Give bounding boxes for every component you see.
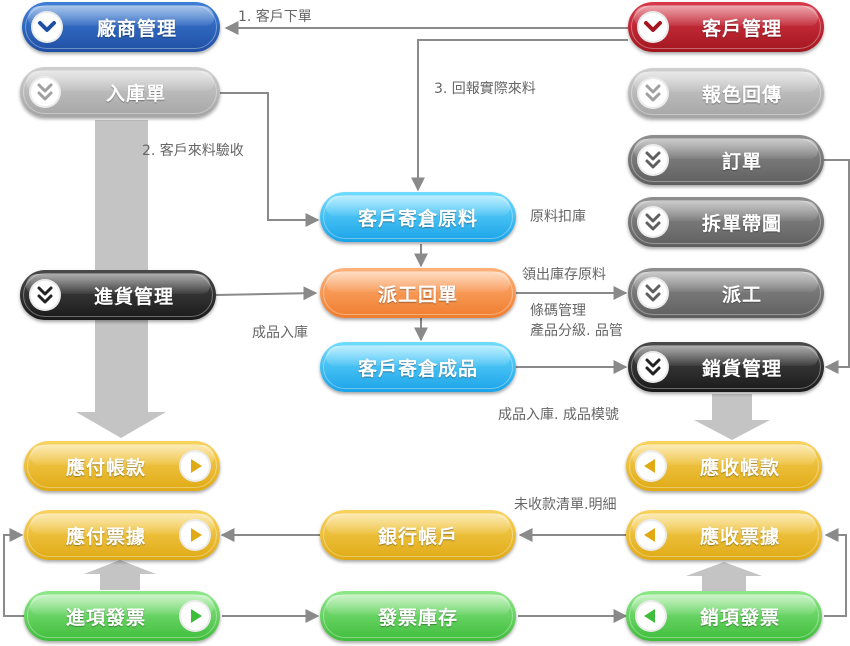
payable-label: 應付帳款: [65, 456, 146, 479]
double-chevron-down-icon: [637, 206, 669, 238]
order-button[interactable]: 訂單: [628, 135, 824, 185]
color-report-button[interactable]: 報色回傳: [628, 68, 824, 118]
split-order-button[interactable]: 拆單帶圖: [628, 197, 824, 247]
double-chevron-down-icon: [637, 351, 669, 383]
arrow-output-invoice-loop: [824, 528, 847, 617]
double-chevron-down-icon: [637, 144, 669, 176]
chevron-down-icon: [31, 11, 63, 43]
triangle-left-icon: [635, 600, 667, 632]
dispatch-label: 派工: [721, 283, 762, 306]
note-customer-order: 1. 客戶下單: [238, 9, 312, 25]
order-label: 訂單: [721, 150, 762, 173]
note-draw-material: 領出庫存原料: [522, 267, 606, 283]
customer-mgmt-button[interactable]: 客戶管理: [628, 2, 824, 52]
dispatch-button[interactable]: 派工: [628, 268, 824, 318]
input-invoice-label: 進項發票: [65, 606, 146, 629]
invoice-stock-button[interactable]: 發票庫存: [320, 591, 516, 641]
customer-material-label: 客戶寄倉原料: [357, 207, 478, 230]
output-invoice-label: 銷項發票: [699, 606, 780, 629]
triangle-right-icon: [179, 600, 211, 632]
note-material-inspection: 2. 客戶來料驗收: [142, 143, 244, 159]
customer-material-button[interactable]: 客戶寄倉原料: [320, 192, 516, 242]
bank-account-label: 銀行帳戶: [377, 525, 458, 548]
receivable-label: 應收帳款: [699, 456, 780, 479]
output-invoice-button[interactable]: 銷項發票: [626, 591, 822, 641]
double-chevron-down-icon: [637, 277, 669, 309]
arrow-order-to-sales: [824, 159, 850, 374]
vendor-mgmt-label: 廠商管理: [96, 17, 177, 40]
big-arrow-output-invoice-to-notes: [686, 562, 762, 592]
customer-product-button[interactable]: 客戶寄倉成品: [320, 342, 516, 392]
vendor-mgmt-button[interactable]: 廠商管理: [22, 2, 220, 52]
note-product-in-model: 成品入庫. 成品模號: [498, 407, 619, 423]
payable-notes-label: 應付票據: [65, 525, 146, 548]
sales-mgmt-label: 銷貨管理: [701, 357, 782, 380]
big-arrow-input-invoice-to-notes: [84, 560, 156, 590]
triangle-left-icon: [635, 519, 667, 551]
color-report-label: 報色回傳: [701, 83, 782, 106]
receivable-notes-label: 應收票據: [699, 525, 780, 548]
note-grading: 產品分級. 品管: [530, 323, 623, 339]
double-chevron-down-icon: [29, 279, 61, 311]
sales-mgmt-button[interactable]: 銷貨管理: [628, 342, 824, 392]
stock-in-slip-label: 入庫單: [105, 82, 166, 105]
triangle-right-icon: [179, 450, 211, 482]
triangle-left-icon: [635, 450, 667, 482]
purchase-mgmt-label: 進貨管理: [93, 285, 174, 308]
purchase-mgmt-button[interactable]: 進貨管理: [20, 270, 216, 320]
arrow-input-invoice-loop: [3, 528, 24, 617]
payable-notes-button[interactable]: 應付票據: [24, 510, 220, 560]
big-arrow-sales-to-receivable: [694, 394, 770, 440]
double-chevron-down-icon: [29, 76, 61, 108]
receivable-notes-button[interactable]: 應收票據: [626, 510, 822, 560]
dispatch-return-button[interactable]: 派工回單: [320, 268, 516, 318]
note-report-material: 3. 回報實際來料: [434, 81, 536, 97]
arrow-stockin-to-material: [220, 92, 320, 227]
dispatch-return-label: 派工回單: [377, 283, 458, 306]
receivable-button[interactable]: 應收帳款: [626, 441, 822, 491]
stock-in-slip-button[interactable]: 入庫單: [20, 67, 220, 117]
payable-button[interactable]: 應付帳款: [24, 441, 220, 491]
invoice-stock-label: 發票庫存: [377, 606, 458, 629]
split-order-label: 拆單帶圖: [701, 212, 782, 235]
arrow-customer-to-material: [411, 39, 628, 192]
note-material-deduct: 原料扣庫: [530, 209, 586, 225]
double-chevron-down-icon: [637, 77, 669, 109]
note-barcode-mgmt: 條碼管理: [530, 303, 586, 319]
arrow-purchase-to-dispatch-return: [215, 286, 318, 301]
customer-mgmt-label: 客戶管理: [701, 17, 782, 40]
note-unpaid-list: 未收款清單.明細: [514, 497, 617, 513]
triangle-right-icon: [179, 519, 211, 551]
chevron-down-icon: [637, 11, 669, 43]
input-invoice-button[interactable]: 進項發票: [24, 591, 220, 641]
bank-account-button[interactable]: 銀行帳戶: [320, 510, 516, 560]
note-product-in: 成品入庫: [252, 325, 308, 341]
customer-product-label: 客戶寄倉成品: [357, 357, 478, 380]
